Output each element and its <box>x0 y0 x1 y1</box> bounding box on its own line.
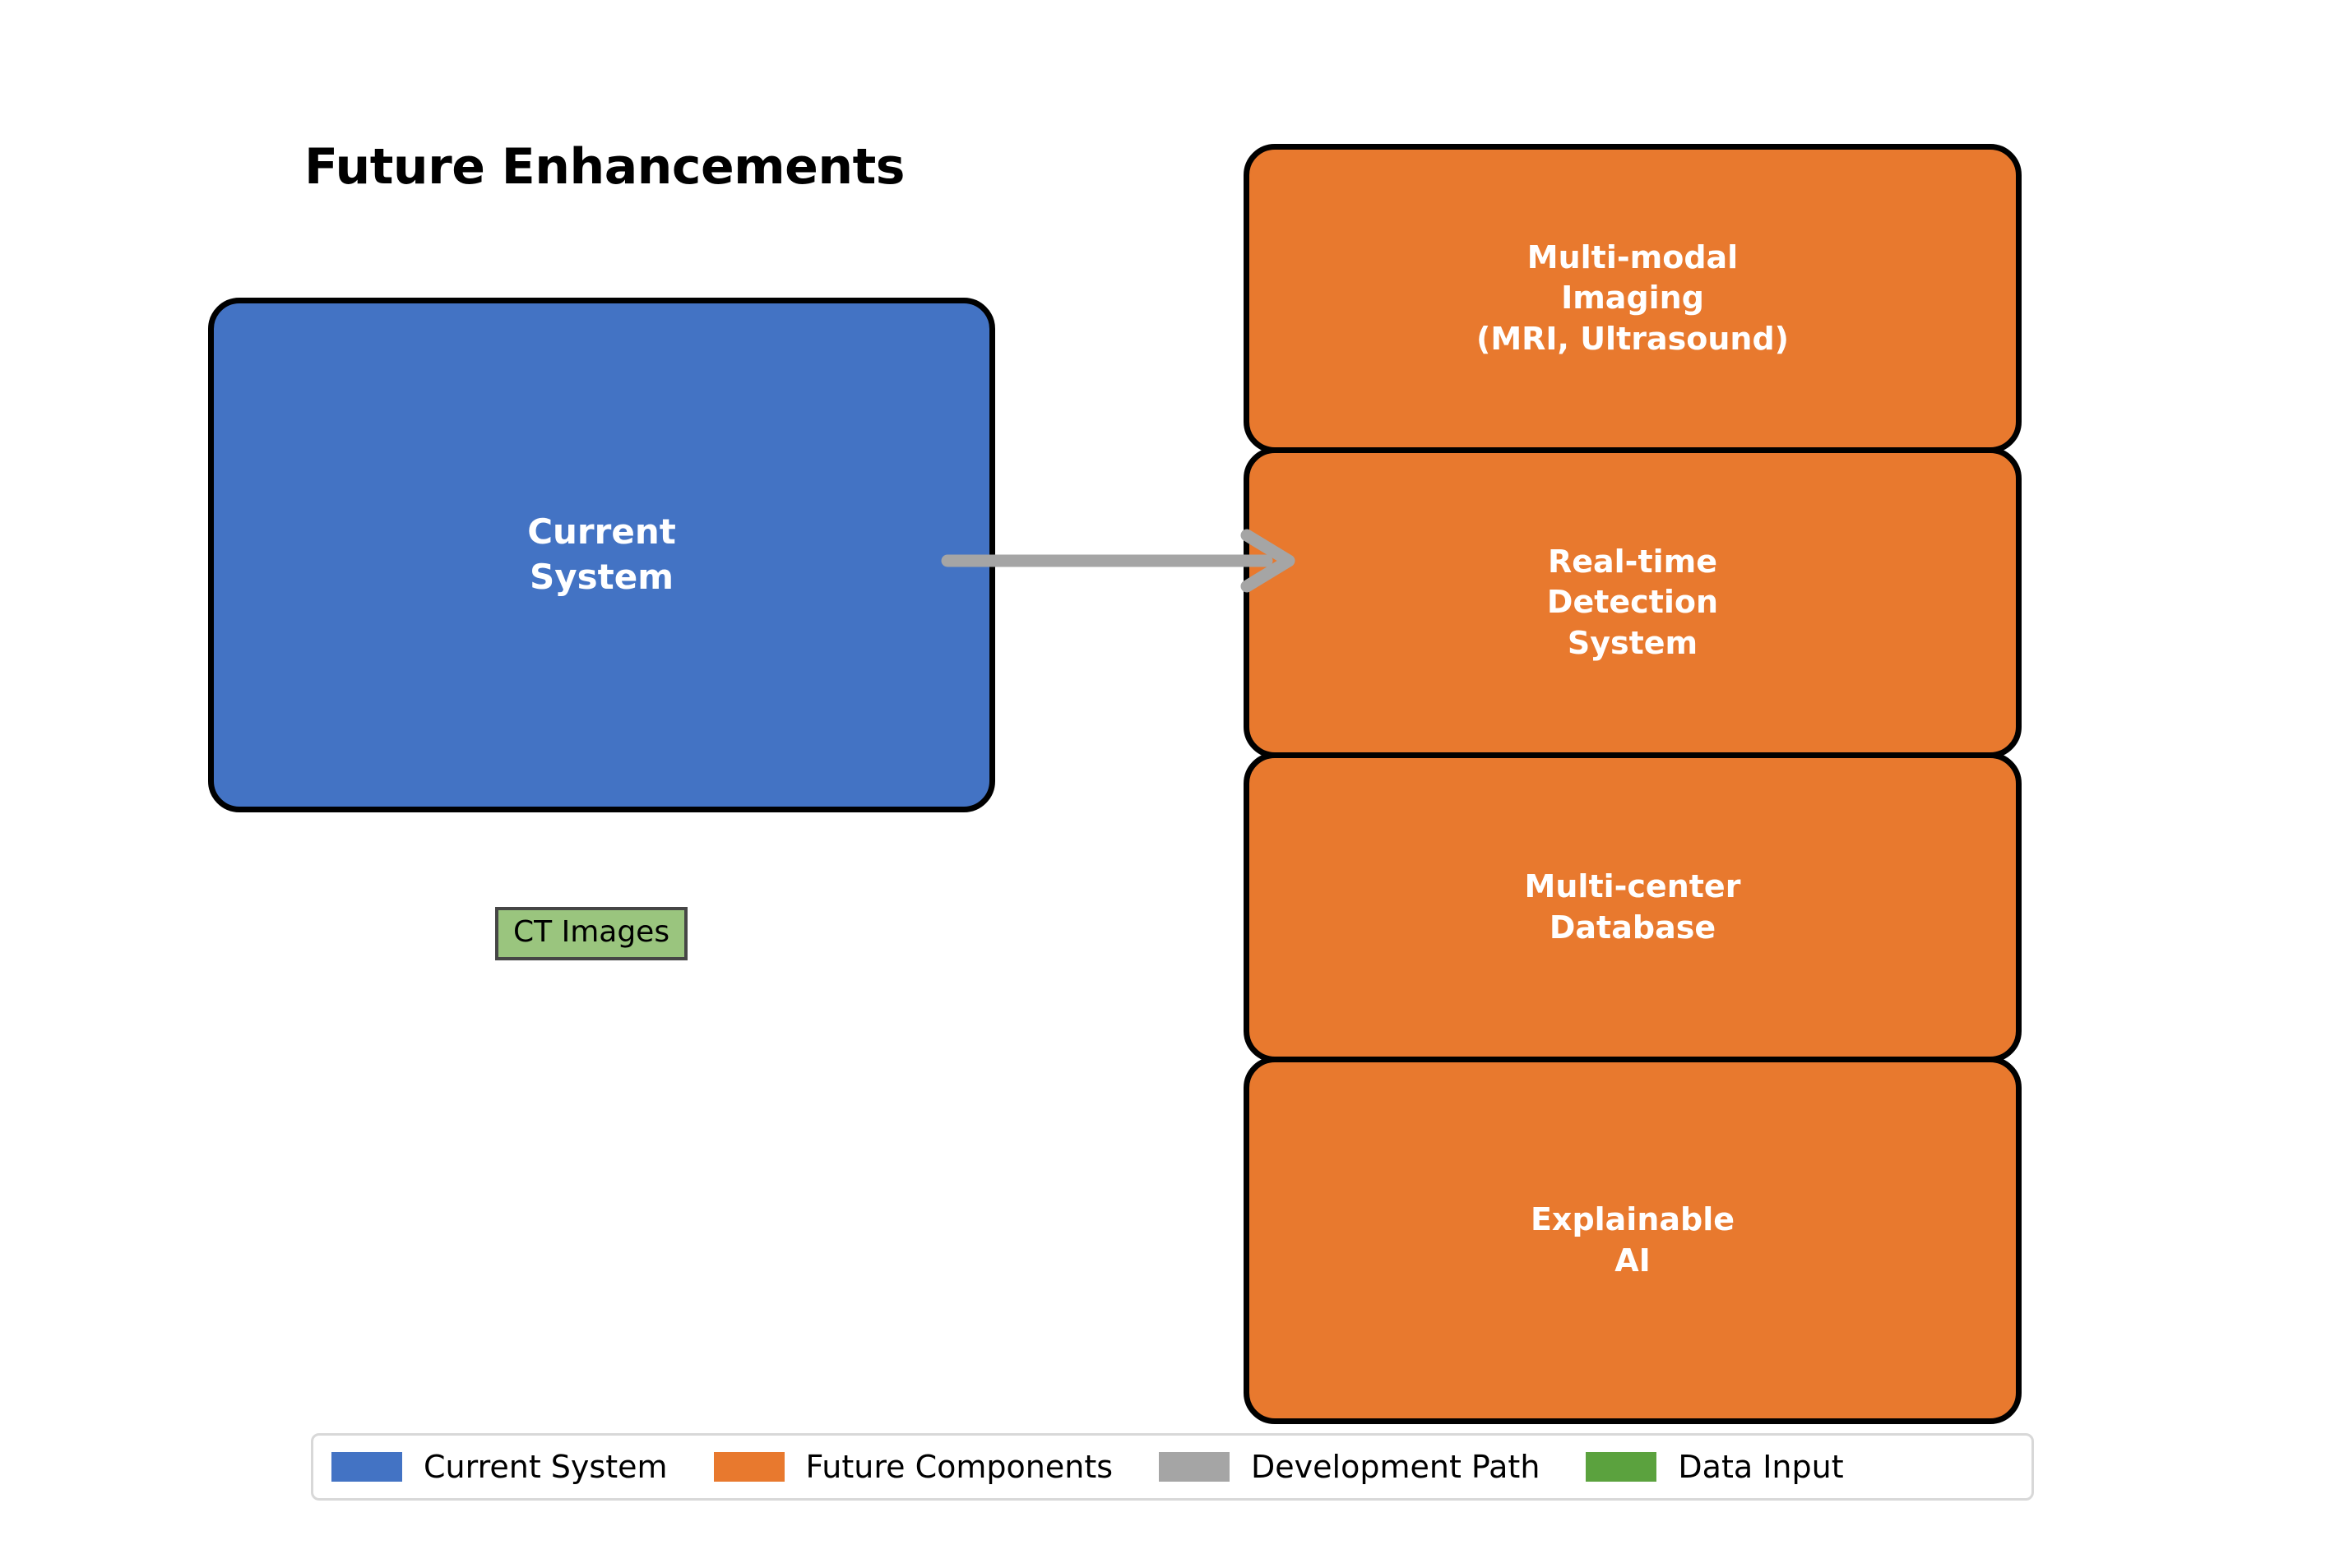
current-system-box[interactable]: Current System <box>208 298 995 812</box>
future-component-box-explainable-ai[interactable]: Explainable AI <box>1244 1057 2022 1424</box>
future-component-label: Multi-center Database <box>1524 868 1741 946</box>
future-component-box-multi-center-database[interactable]: Multi-center Database <box>1244 752 2022 1062</box>
future-component-label: Real-time Detection System <box>1546 543 1719 661</box>
legend-label: Current System <box>424 1449 668 1485</box>
future-component-box-multi-modal-imaging[interactable]: Multi-modal Imaging (MRI, Ultrasound) <box>1244 144 2022 453</box>
legend-item-current-system[interactable]: Current System <box>331 1451 668 1482</box>
legend-label: Development Path <box>1251 1449 1540 1485</box>
current-system-swatch <box>331 1452 402 1482</box>
legend-label: Future Components <box>805 1449 1114 1485</box>
development-path-swatch <box>1159 1452 1230 1482</box>
future-component-box-real-time-detection-system[interactable]: Real-time Detection System <box>1244 447 2022 758</box>
legend-item-development-path[interactable]: Development Path <box>1159 1451 1540 1482</box>
legend: Current System Future Components Develop… <box>311 1433 2034 1501</box>
future-component-label: Multi-modal Imaging (MRI, Ultrasound) <box>1475 238 1790 357</box>
page-title: Future Enhancements <box>304 138 905 196</box>
legend-item-data-input[interactable]: Data Input <box>1586 1449 1844 1485</box>
current-system-label: Current System <box>527 511 676 597</box>
legend-item-future-components[interactable]: Future Components <box>713 1449 1114 1485</box>
future-component-label: Explainable AI <box>1530 1201 1735 1279</box>
data-input-annotation: CT Images <box>495 907 688 960</box>
data-input-swatch <box>1586 1452 1657 1482</box>
legend-label: Data Input <box>1678 1449 1844 1485</box>
future-components-swatch <box>713 1452 785 1482</box>
